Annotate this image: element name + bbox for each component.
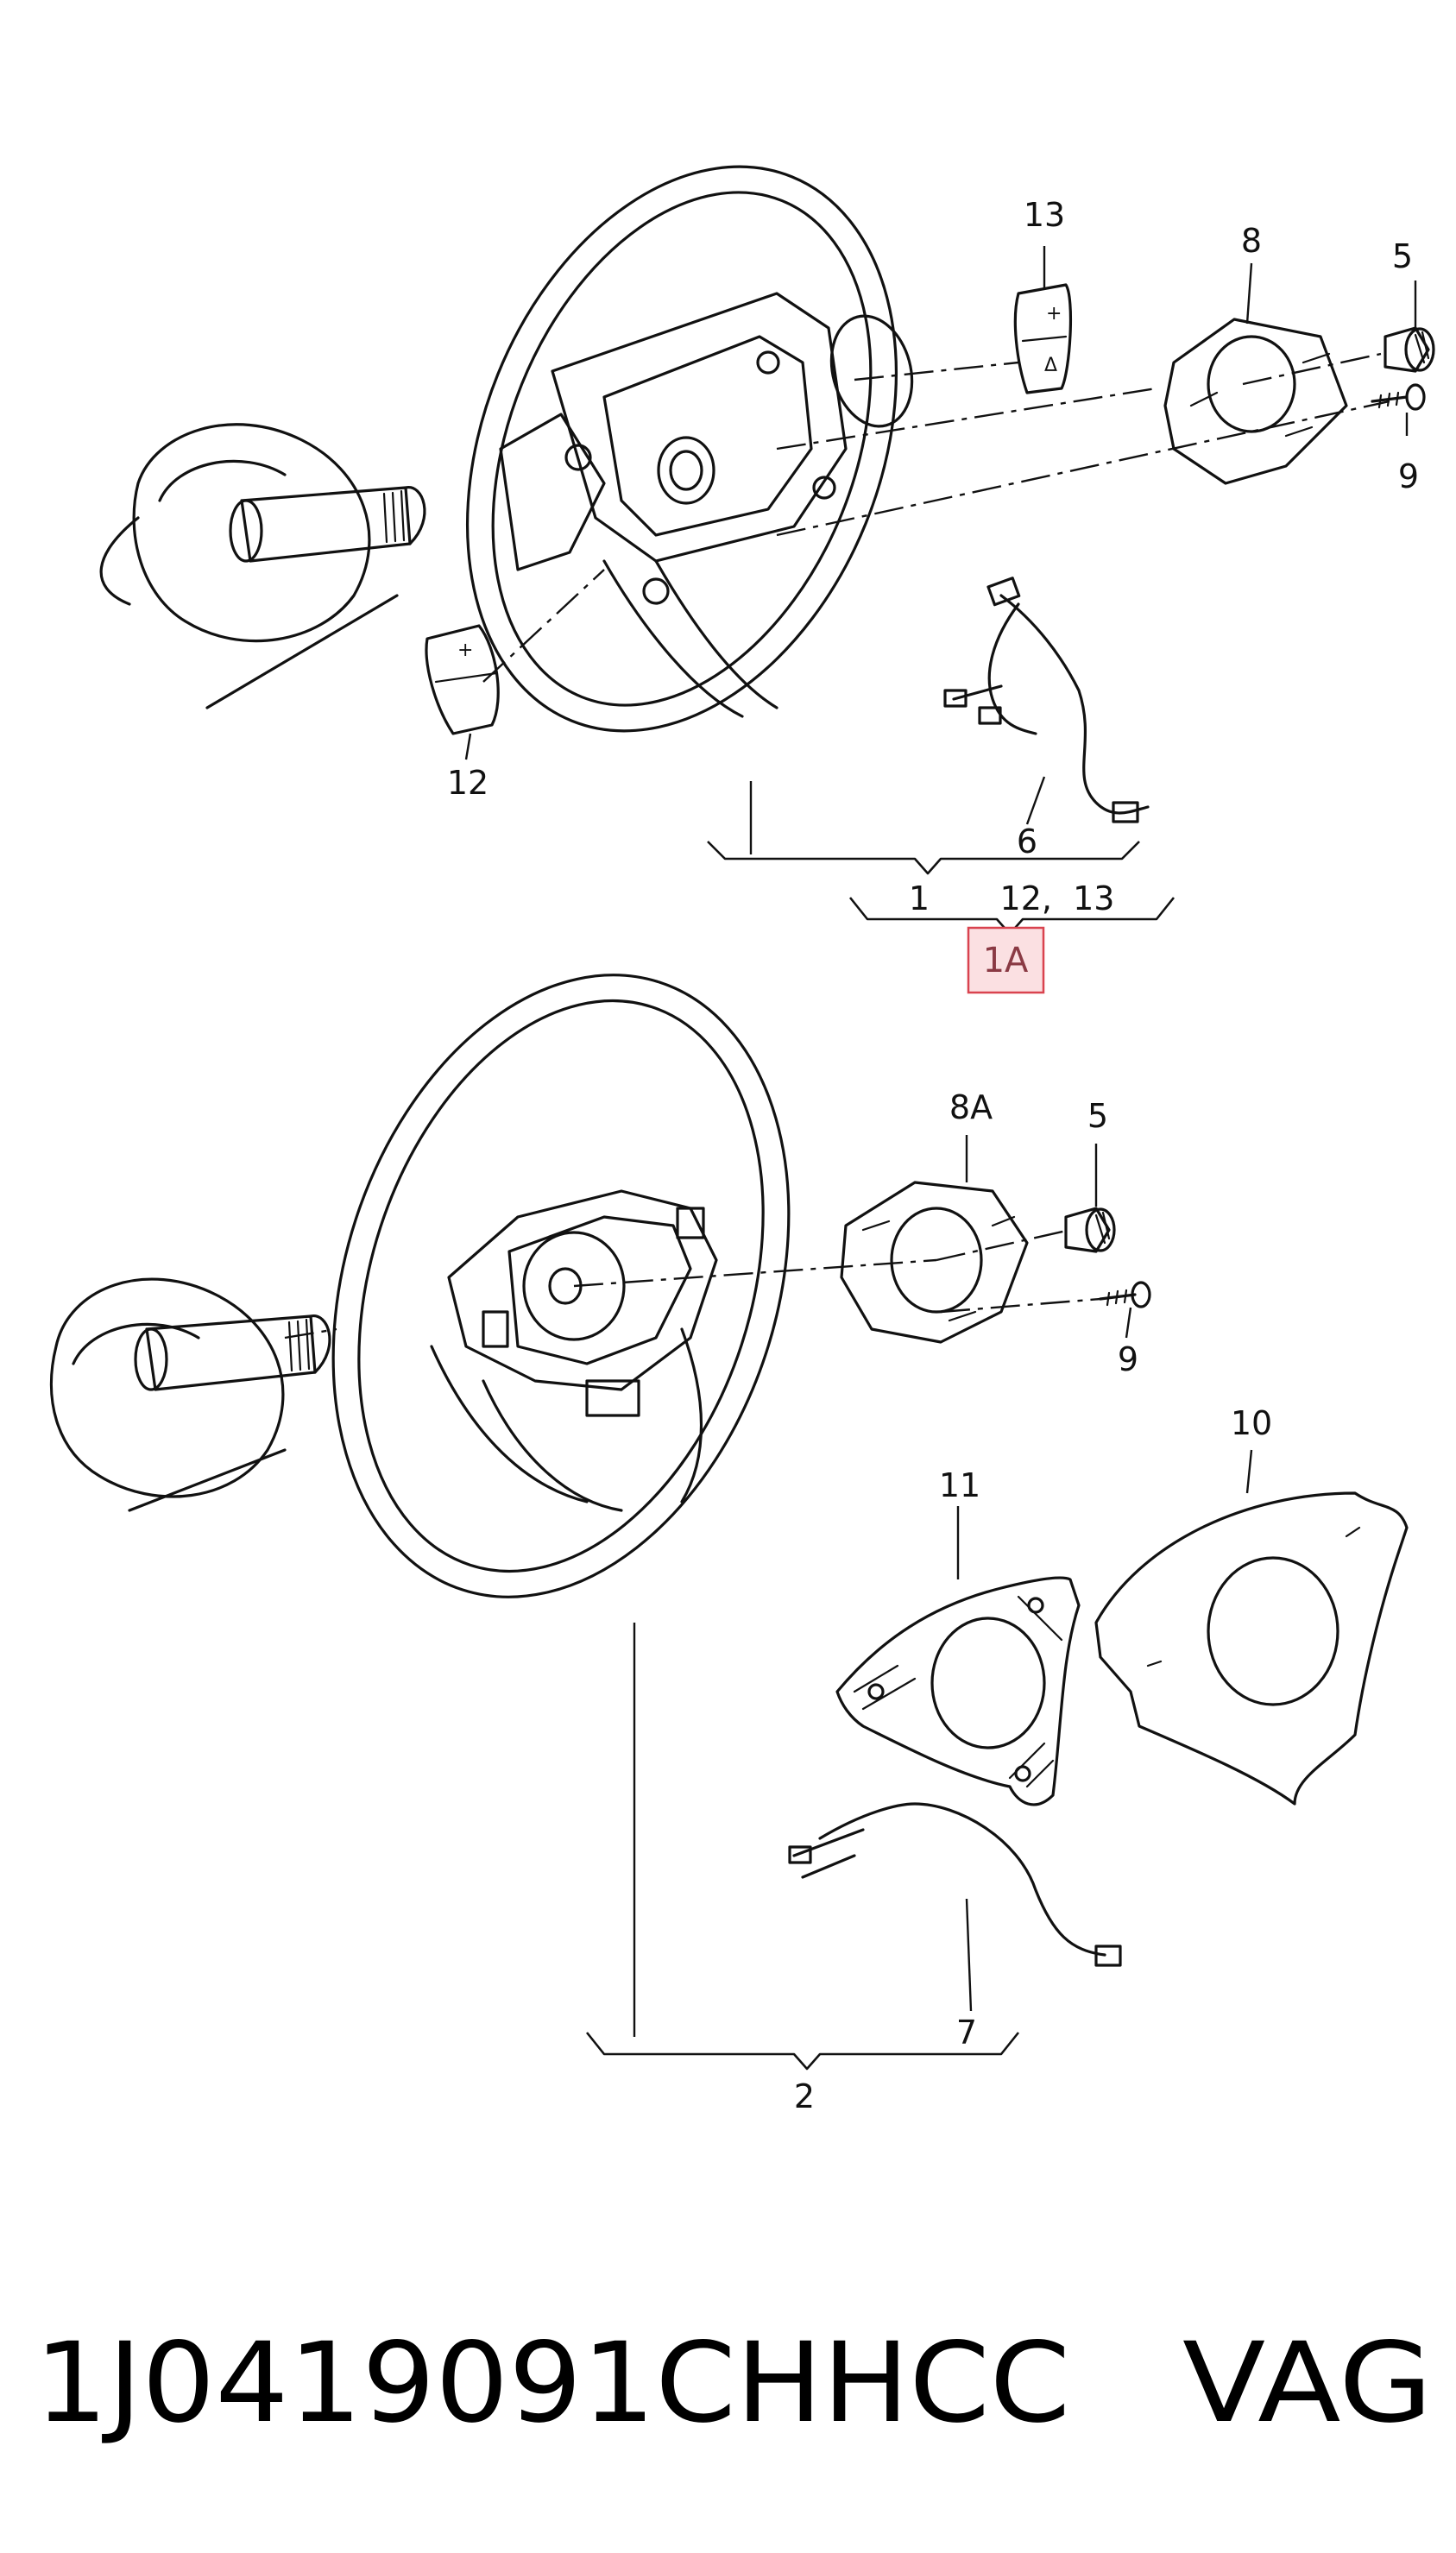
- bracket-1-label: 1: [909, 879, 930, 917]
- screw-9-bottom: [1099, 1281, 1151, 1308]
- leader-lines-top: [464, 246, 1417, 854]
- button-module-13: + Δ: [1013, 283, 1073, 394]
- callout-11: 11: [939, 1466, 980, 1504]
- brand-label: VAG: [1182, 2319, 1433, 2448]
- bracket-1: [707, 841, 1140, 875]
- wiring-harness-7: [788, 1802, 1122, 1967]
- callout-6: 6: [1017, 823, 1037, 860]
- svg-text:+: +: [1046, 303, 1062, 325]
- wiring-harness-6: [943, 577, 1150, 823]
- callout-7: 7: [956, 2014, 977, 2052]
- screw-9-top: [1371, 383, 1426, 411]
- callout-8: 8: [1241, 222, 1262, 260]
- steering-column-bottom: [49, 1277, 331, 1512]
- callout-10: 10: [1231, 1404, 1272, 1442]
- bolt-5-bottom: [1064, 1207, 1116, 1253]
- trim-cover-10: [1094, 1491, 1409, 1806]
- callout-5-bottom: 5: [1087, 1097, 1108, 1135]
- callout-12: 12: [447, 764, 488, 802]
- svg-text:Δ: Δ: [1044, 355, 1057, 376]
- contact-unit-8: [1163, 318, 1348, 485]
- highlight-1a: 1A: [967, 926, 1045, 994]
- part-number: 1J0419091CHHCC: [35, 2319, 1070, 2448]
- button-module-12: +: [425, 624, 500, 735]
- bracket-2: [585, 2032, 1020, 2071]
- steering-wheel-2: [331, 974, 791, 1598]
- callout-2: 2: [794, 2077, 815, 2115]
- steering-wheel-1: [466, 165, 914, 733]
- callout-8a: 8A: [949, 1088, 993, 1126]
- svg-text:+: +: [457, 640, 473, 661]
- contact-unit-8a: [840, 1181, 1029, 1344]
- steering-column-top: [99, 423, 426, 709]
- callout-5-top: 5: [1392, 237, 1413, 275]
- bracket-12-13-label: 12, 13: [1000, 879, 1115, 917]
- footer: 1J0419091CHHCC VAG: [35, 2319, 1433, 2448]
- callout-9-bottom: 9: [1118, 1340, 1138, 1378]
- callout-9-top: 9: [1398, 457, 1419, 495]
- assembly-lines-bottom: [284, 1228, 1101, 1340]
- callout-13-top: 13: [1024, 196, 1065, 234]
- highlight-1a-label: 1A: [983, 941, 1029, 980]
- trim-panel-11: [835, 1576, 1081, 1806]
- bolt-5-top: [1384, 326, 1435, 373]
- callout-labels: 13 8 5 9 12 6 1 12, 13 8A 5 9 10 11 7 2: [447, 196, 1419, 2115]
- assembly-lines-top: [482, 352, 1390, 683]
- leader-lines-bottom: [633, 1135, 1253, 2037]
